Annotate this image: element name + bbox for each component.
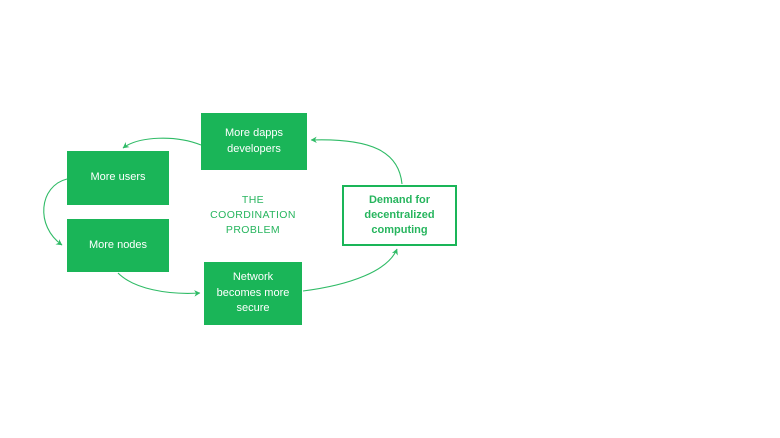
node-more-dapps-developers: More dapps developers <box>201 113 307 170</box>
arrow-demand-to-dapps <box>310 136 403 185</box>
node-demand-for-decentralized-computing: Demand for decentralized computing <box>342 185 457 246</box>
node-more-nodes: More nodes <box>67 219 169 272</box>
arrow-network-to-demand <box>302 248 398 292</box>
arrow-users-to-nodes <box>43 178 68 246</box>
arrow-nodes-to-network <box>117 272 201 297</box>
center-label-coordination-problem: THE COORDINATION PROBLEM <box>210 194 296 236</box>
arrow-dapps-to-users <box>122 137 202 149</box>
node-network-becomes-more-secure: Network becomes more secure <box>204 262 302 325</box>
node-more-users: More users <box>67 151 169 205</box>
